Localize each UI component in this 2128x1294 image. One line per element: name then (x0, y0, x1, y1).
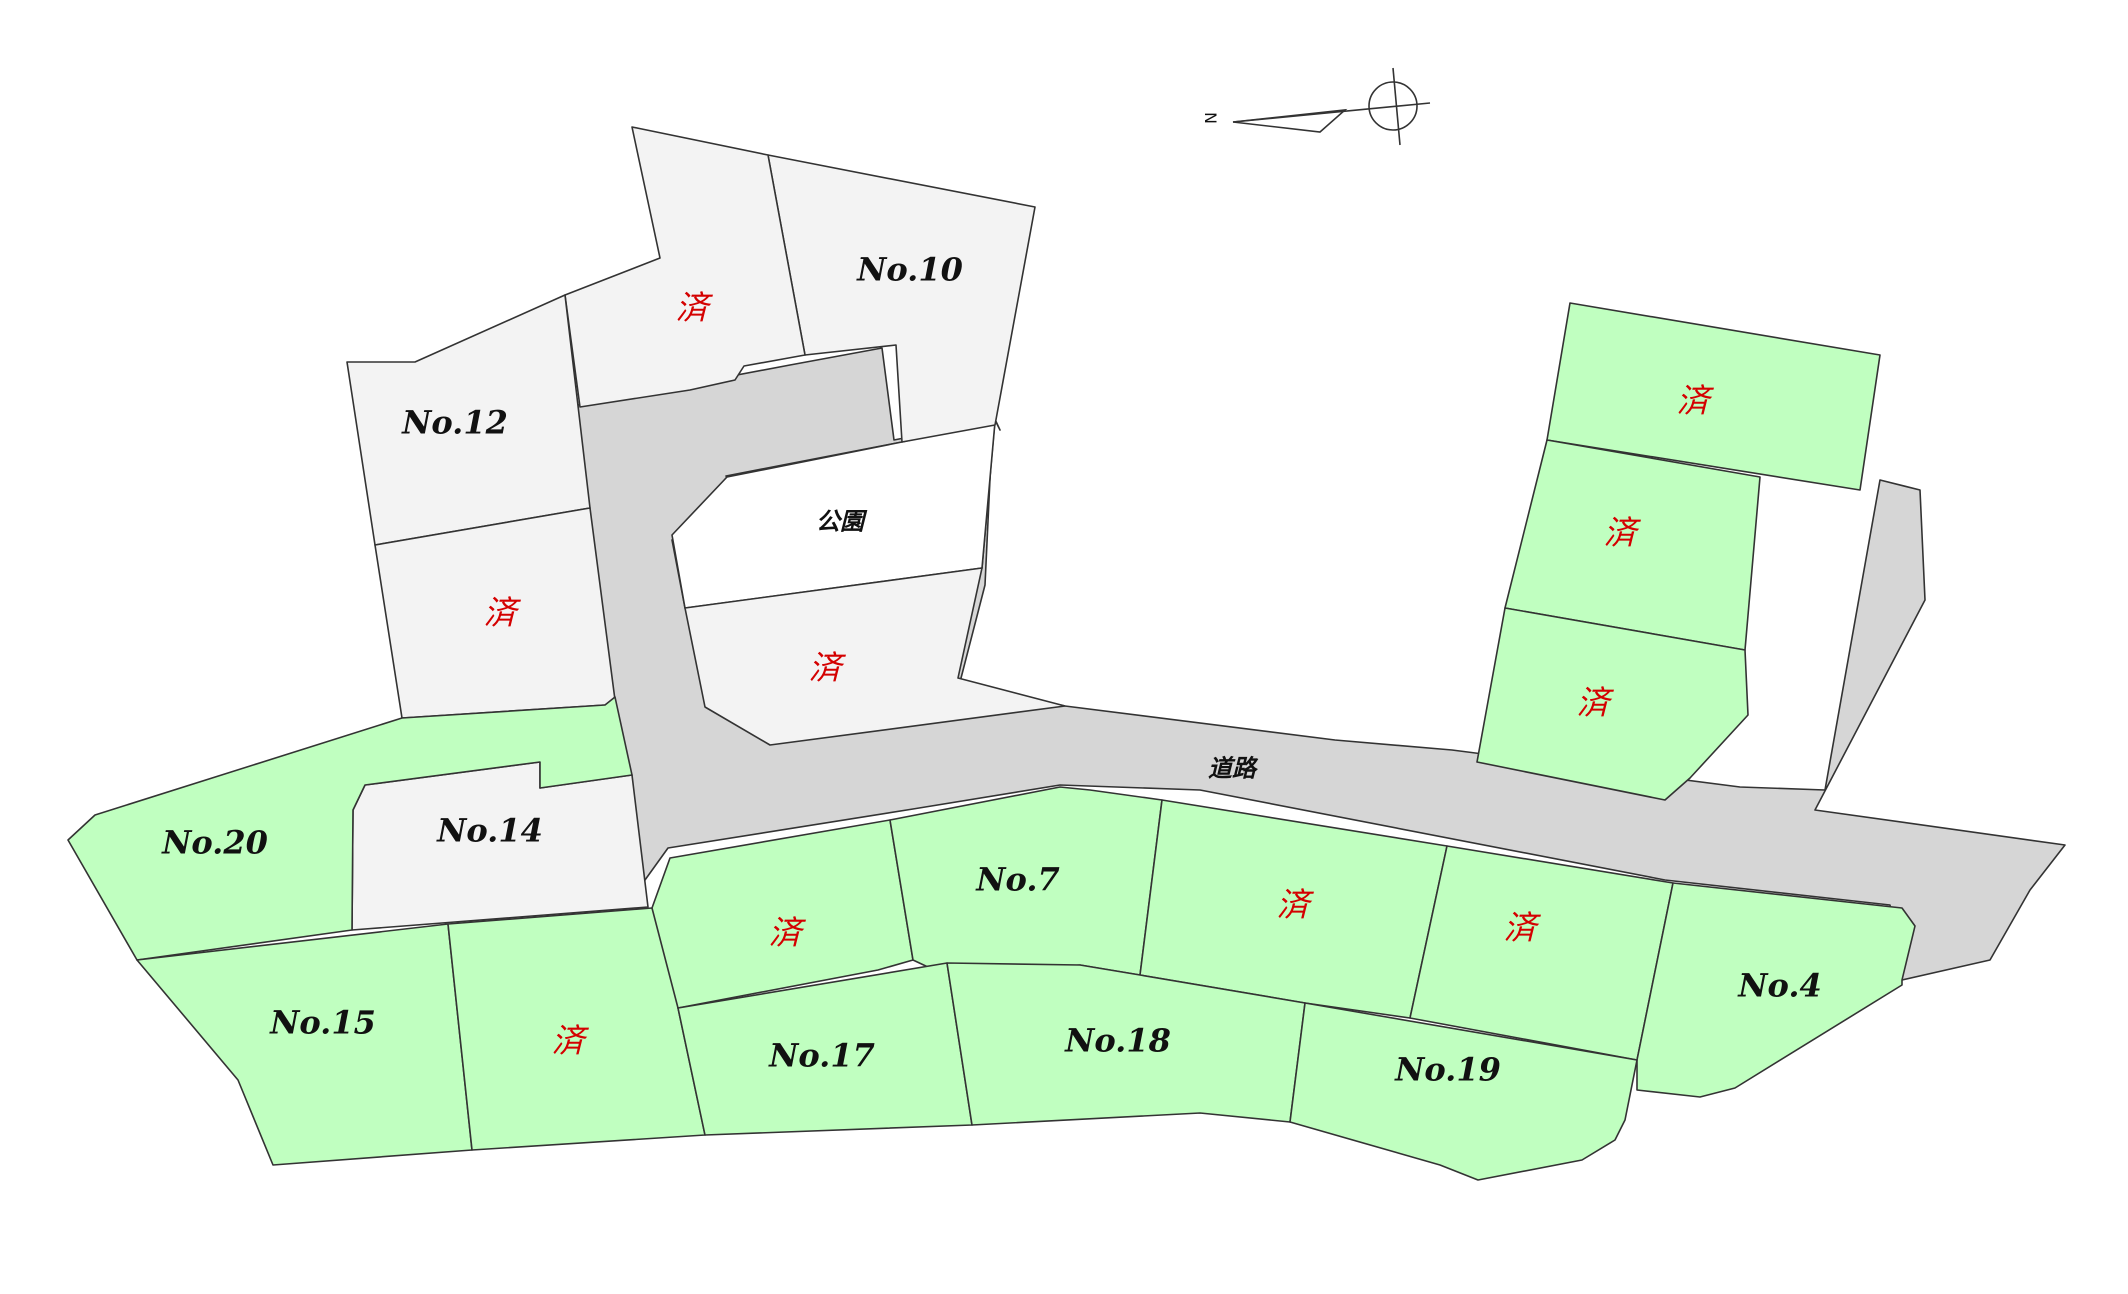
lot-no12[interactable] (346, 294, 591, 546)
lot-no15[interactable] (136, 923, 473, 1166)
compass-north-label: N (1202, 112, 1221, 124)
lot-label-no4: No.4 (1737, 967, 1821, 1005)
lot-sold-top-mid[interactable] (564, 126, 806, 408)
sold-mark: 済 (1577, 683, 1615, 722)
lot-sold-right-1[interactable] (1546, 302, 1881, 491)
sold-mark: 済 (769, 913, 807, 952)
lot-sold-park-below[interactable] (684, 567, 1066, 746)
lot-sold-right-3[interactable] (1476, 607, 1749, 801)
lot-sold-road-2[interactable] (1139, 799, 1448, 1019)
lot-label-no15: No.15 (269, 1004, 376, 1042)
sold-mark: 済 (1277, 885, 1315, 924)
lot-label-no10: No.10 (856, 251, 963, 289)
north-arrow-icon: N (1202, 67, 1431, 146)
sold-mark: 済 (809, 648, 847, 687)
sold-mark: 済 (1604, 513, 1642, 552)
lot-label-no17: No.17 (768, 1037, 875, 1075)
lot-no19[interactable] (1289, 1002, 1638, 1181)
lot-label-no12: No.12 (401, 404, 508, 442)
sold-mark: 済 (552, 1021, 590, 1060)
sold-mark: 済 (1677, 381, 1715, 420)
sold-mark: 済 (484, 593, 522, 632)
lot-label-no14: No.14 (436, 812, 543, 850)
lot-label-no19: No.19 (1394, 1051, 1501, 1089)
park-label: 公園 (816, 507, 868, 536)
lot-label-no18: No.18 (1064, 1022, 1171, 1060)
sold-mark: 済 (1504, 908, 1542, 947)
lot-label-no20: No.20 (161, 824, 268, 862)
road-label: 道路 (1208, 754, 1259, 783)
sold-mark: 済 (676, 288, 714, 327)
lot-no4[interactable] (1636, 882, 1916, 1098)
lot-label-no7: No.7 (975, 861, 1059, 899)
